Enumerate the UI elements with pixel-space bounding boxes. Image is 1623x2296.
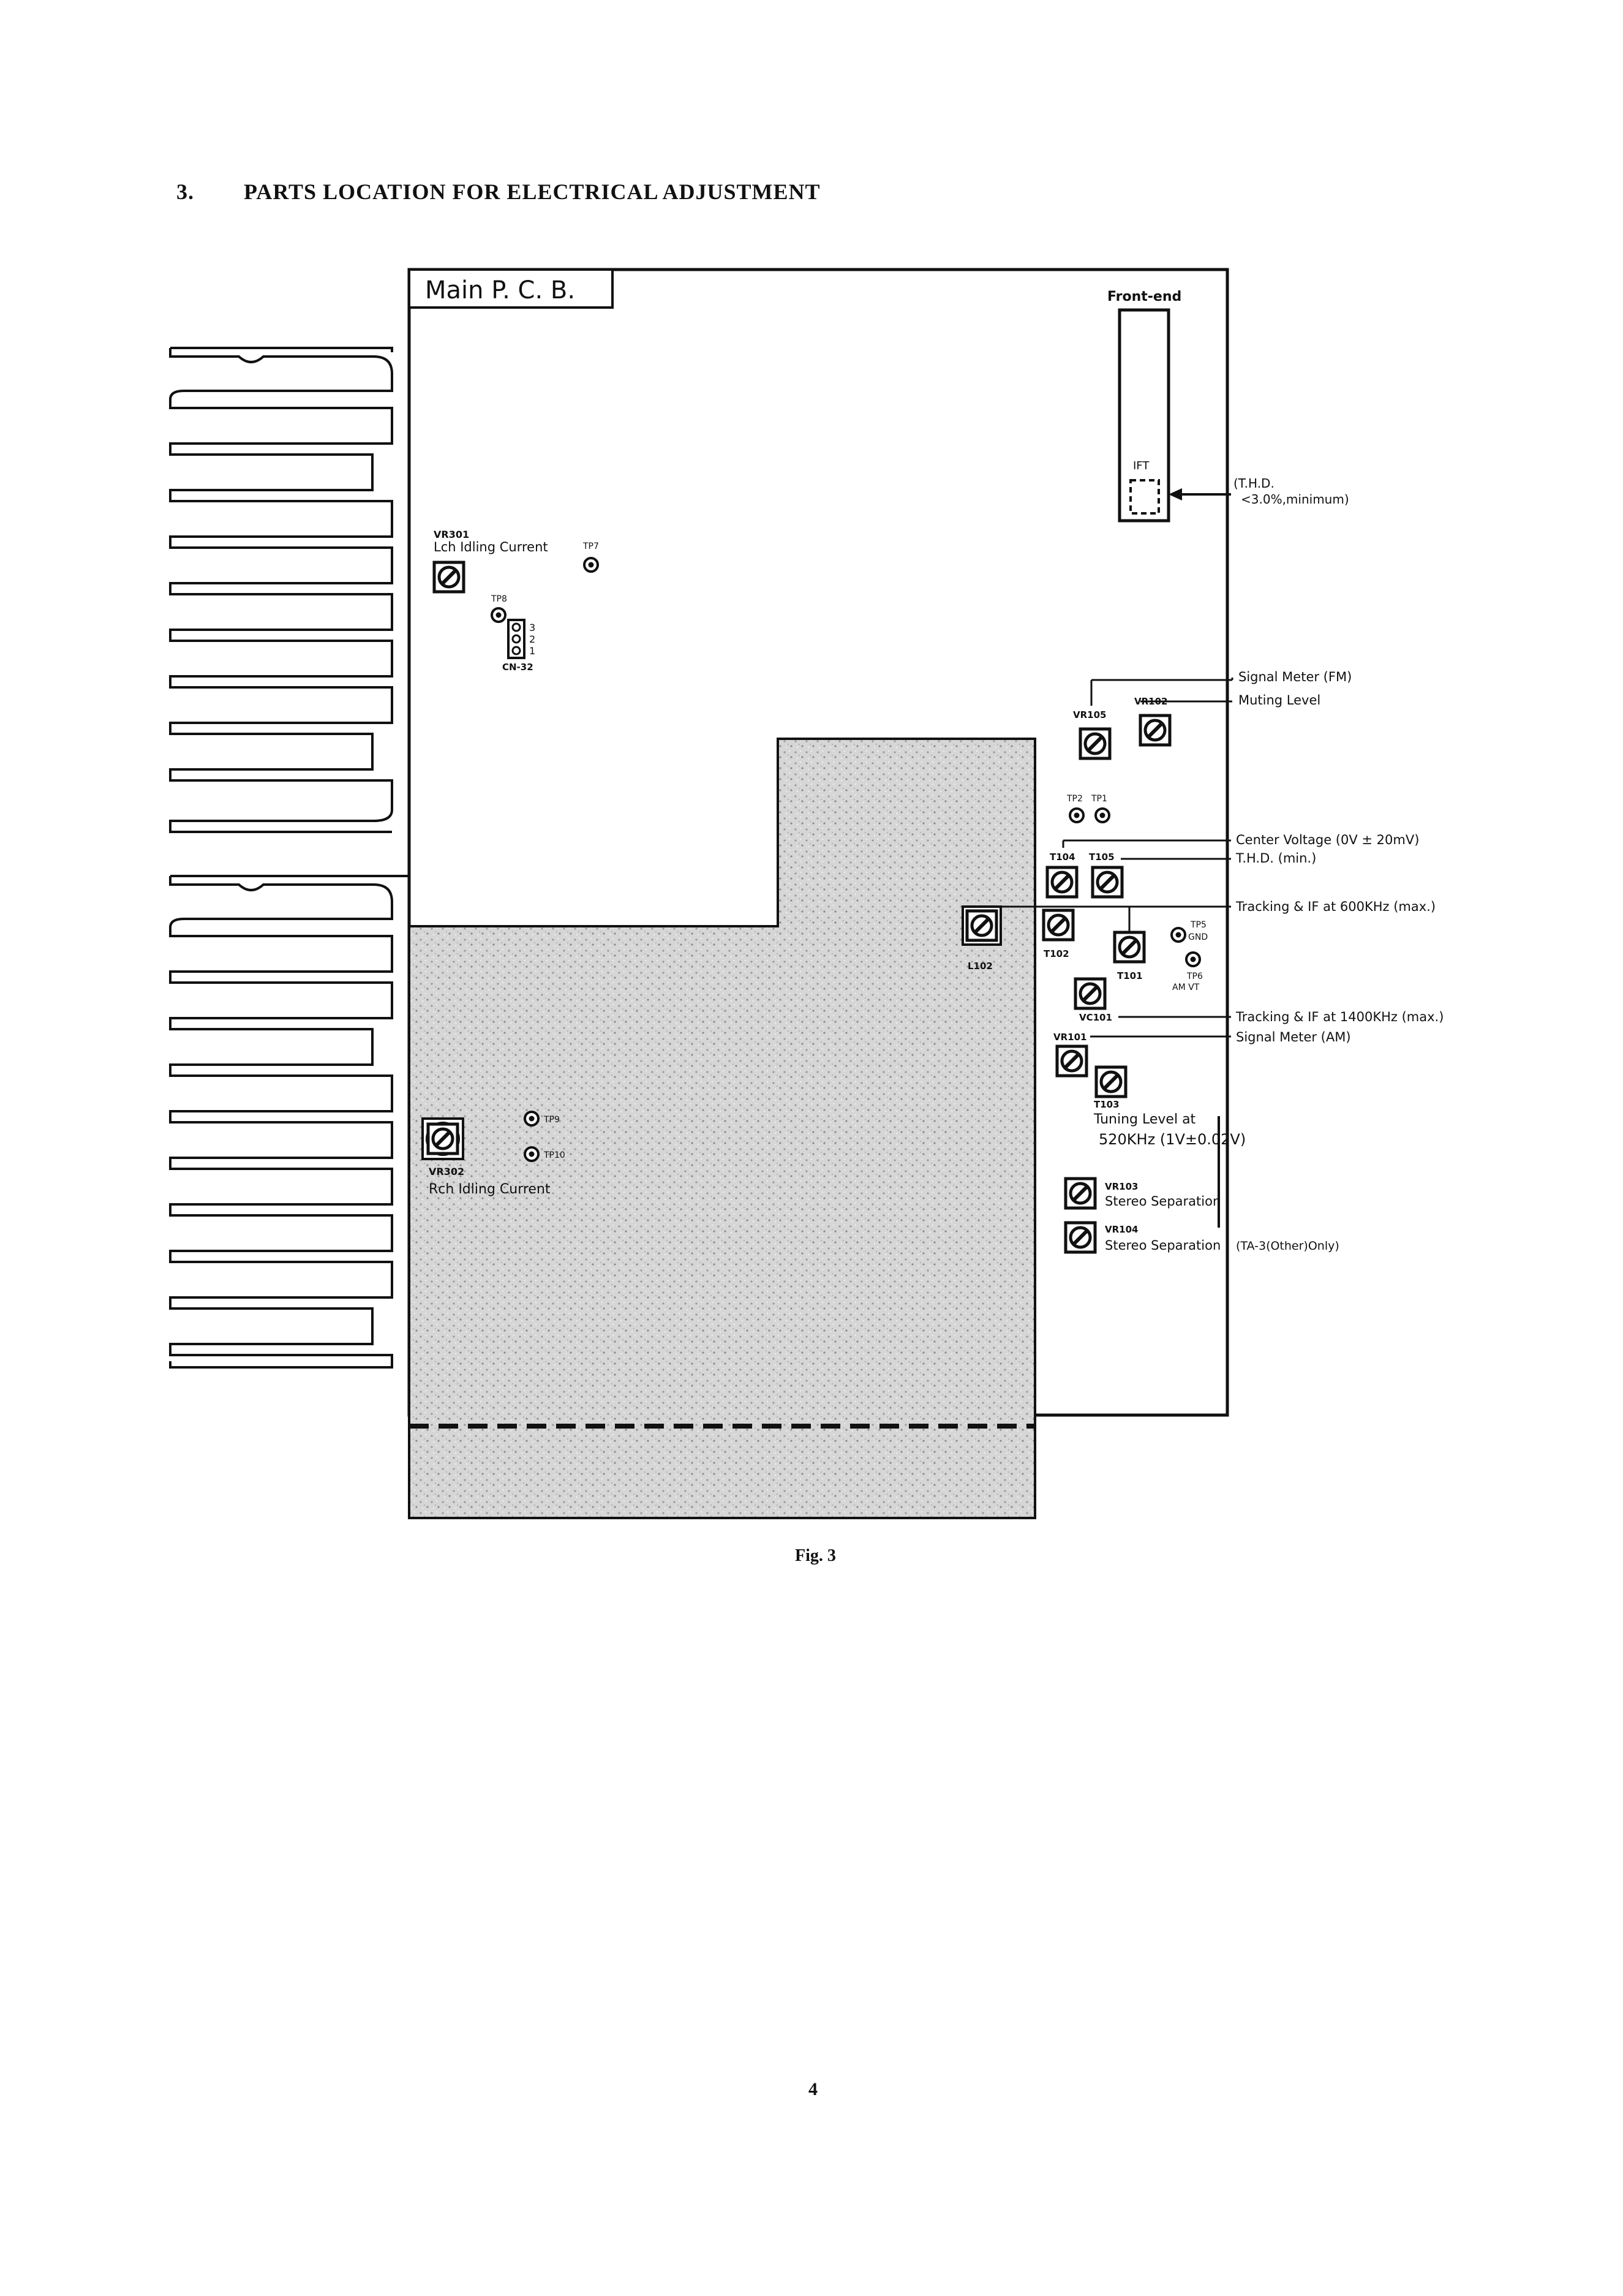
tp1-label: TP1 [1091, 794, 1107, 804]
am-components: VC101 Tracking & IF at 1400KHz (max.) VR… [1053, 979, 1444, 1253]
tp6-point[interactable] [1185, 951, 1201, 967]
fm-components: Signal Meter (FM) Muting Level VR105 VR1… [962, 670, 1436, 992]
thd-min: T.H.D. (min.) [1235, 851, 1316, 866]
t105-label: T105 [1089, 852, 1115, 863]
t101-pot[interactable] [1115, 932, 1144, 962]
tracking-600: Tracking & IF at 600KHz (max.) [1235, 899, 1436, 914]
cn32-pin-1: 1 [529, 645, 535, 657]
vr104-desc: Stereo Separation [1105, 1238, 1221, 1253]
vr301-label: VR301 [434, 529, 469, 540]
tp10-point[interactable] [524, 1146, 540, 1162]
tp1-point[interactable] [1094, 807, 1110, 823]
tp2-point[interactable] [1069, 807, 1085, 823]
amvt-label: AM VT [1172, 983, 1200, 992]
vr101-pot[interactable] [1057, 1046, 1086, 1076]
t102-pot[interactable] [1044, 910, 1073, 940]
section-title: PARTS LOCATION FOR ELECTRICAL ADJUSTMENT [244, 179, 821, 204]
ta3-only: (TA-3(Other)Only) [1236, 1239, 1339, 1253]
tp2-label: TP2 [1066, 794, 1083, 804]
l102-coil[interactable] [967, 911, 996, 940]
vr103-pot[interactable] [1066, 1179, 1095, 1208]
t101-label: T101 [1117, 970, 1143, 981]
rch-components: VR302 Rch Idling Current TP9 TP10 [421, 1111, 565, 1197]
vr105-label: VR105 [1073, 709, 1106, 720]
vr301-pot[interactable] [434, 562, 464, 592]
vr302-pot[interactable] [428, 1124, 458, 1154]
t103-label: T103 [1094, 1099, 1120, 1110]
tp8-label: TP8 [491, 594, 507, 604]
front-end-label: Front-end [1107, 289, 1181, 304]
tp9-point[interactable] [524, 1111, 540, 1127]
lch-components: VR301 Lch Idling Current TP7 TP8 3 2 1 C… [434, 529, 599, 673]
t104-pot[interactable] [1047, 867, 1077, 897]
cn32-connector[interactable] [507, 619, 525, 659]
vr104-label: VR104 [1105, 1224, 1138, 1235]
tp5-point[interactable] [1170, 927, 1186, 943]
vr301-desc: Lch Idling Current [434, 540, 548, 554]
vc101-label: VC101 [1079, 1012, 1112, 1023]
cn32-pin-3: 3 [529, 622, 535, 633]
tp9-label: TP9 [543, 1115, 560, 1125]
tuning-level-1: Tuning Level at [1093, 1112, 1196, 1127]
vc101-pot[interactable] [1075, 979, 1105, 1008]
l102-label: L102 [968, 961, 993, 972]
center-voltage: Center Voltage (0V ± 20mV) [1236, 833, 1419, 847]
figure-caption: Fig. 3 [795, 1546, 836, 1565]
vr102-pot[interactable] [1140, 716, 1170, 745]
t103-pot[interactable] [1096, 1067, 1126, 1097]
front-end: Front-end IFT (T.H.D. <3.0%,minimum) [1107, 289, 1349, 523]
t105-pot[interactable] [1093, 867, 1122, 897]
vr101-label: VR101 [1053, 1032, 1086, 1043]
vr302-desc: Rch Idling Current [429, 1182, 551, 1197]
tp5-label: TP5 [1190, 920, 1207, 930]
section-heading: 3. PARTS LOCATION FOR ELECTRICAL ADJUSTM… [176, 179, 821, 205]
gnd-label: GND [1188, 932, 1208, 942]
vr105-pot[interactable] [1080, 729, 1110, 758]
tracking-1400: Tracking & IF at 1400KHz (max.) [1235, 1010, 1444, 1024]
tp10-label: TP10 [543, 1150, 565, 1160]
vr102-label: VR102 [1134, 696, 1167, 707]
t102-label: T102 [1044, 948, 1069, 959]
cn32-pin-2: 2 [529, 633, 535, 645]
shaded-area [408, 738, 1036, 1519]
tp7-point[interactable] [583, 557, 599, 573]
thd-annotation-2: <3.0%,minimum) [1241, 492, 1349, 507]
vr103-label: VR103 [1105, 1181, 1138, 1192]
signal-meter-am: Signal Meter (AM) [1236, 1030, 1351, 1044]
cn32-label: CN-32 [502, 662, 533, 673]
muting-level: Muting Level [1238, 693, 1320, 708]
section-number: 3. [176, 179, 194, 204]
t104-label: T104 [1050, 852, 1075, 863]
vr302-label: VR302 [429, 1166, 464, 1177]
tp6-label: TP6 [1186, 972, 1203, 981]
signal-meter-fm: Signal Meter (FM) [1238, 670, 1352, 684]
heatsink [169, 347, 409, 1369]
tp8-point[interactable] [491, 607, 506, 623]
ift-label: IFT [1133, 459, 1150, 472]
tp7-label: TP7 [582, 542, 599, 551]
thd-annotation-1: (T.H.D. [1233, 476, 1275, 491]
vr104-pot[interactable] [1066, 1223, 1095, 1252]
vr103-desc: Stereo Separation [1105, 1194, 1221, 1209]
board-title: Main P. C. B. [425, 276, 575, 304]
tuning-level-2: 520KHz (1V±0.02V) [1099, 1131, 1246, 1148]
page-number: 4 [808, 2079, 818, 2099]
